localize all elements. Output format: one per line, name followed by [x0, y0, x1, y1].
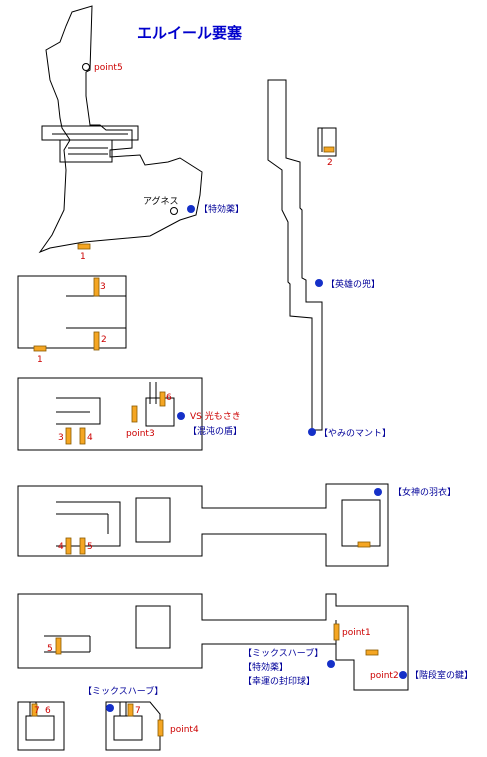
door-6a — [159, 391, 166, 407]
door-3b — [65, 427, 72, 445]
door-2a-label: 2 — [327, 158, 333, 168]
room-small-left — [17, 701, 65, 751]
door-7b-label: 7 — [135, 706, 141, 716]
door-3a — [93, 277, 100, 297]
item-tokkouyaku-2-label: 【特効薬】 — [243, 661, 288, 673]
point1-door — [333, 623, 340, 641]
door-1b — [33, 345, 47, 352]
agnes-marker — [170, 207, 178, 215]
item-marker-tokkouyaku-1 — [187, 205, 195, 213]
item-konton-tate-label: 【混沌の盾】 — [188, 425, 242, 437]
point3-door — [131, 405, 138, 423]
door-5a-label: 5 — [87, 542, 93, 552]
point4-label: point4 — [170, 725, 199, 735]
door-5b — [55, 637, 62, 655]
item-marker-misc — [327, 660, 335, 668]
room-points — [17, 593, 409, 691]
door-6b-label: 6 — [45, 706, 51, 716]
map-title: エルイール要塞 — [137, 24, 243, 42]
item-tokkouyaku-1-label: 【特効薬】 — [199, 203, 244, 215]
room-boss — [17, 377, 203, 451]
point2-label: point2 — [370, 671, 399, 681]
door-1a — [77, 243, 91, 250]
item-marker-yami-mant — [308, 428, 316, 436]
door-goddess — [357, 541, 371, 548]
item-eiyuu-kabuto-label: 【英雄の兜】 — [326, 278, 380, 290]
door-5a — [79, 537, 86, 555]
room-goddess — [17, 483, 389, 567]
point5-marker — [82, 63, 90, 71]
door-4b — [65, 537, 72, 555]
item-mix-herb-1-label: 【ミックスハーブ】 — [243, 647, 323, 659]
point3-label: point3 — [126, 429, 155, 439]
boss-marker — [177, 412, 185, 420]
door-3a-label: 3 — [100, 282, 106, 292]
room-doors-3-2-1 — [17, 275, 127, 349]
door-4b-label: 4 — [58, 542, 64, 552]
item-marker-mix-herb-2 — [106, 704, 114, 712]
door-3b-label: 3 — [58, 433, 64, 443]
door-7b — [127, 703, 134, 717]
item-mix-herb-2-label: 【ミックスハーブ】 — [83, 685, 163, 697]
point4-door — [157, 719, 164, 737]
door-5b-label: 5 — [47, 644, 53, 654]
door-2b — [93, 331, 100, 351]
item-yami-mant-label: 【やみのマント】 — [319, 428, 391, 439]
door-1b-label: 1 — [37, 355, 43, 365]
point1-label: point1 — [342, 628, 371, 638]
door-7a — [31, 703, 38, 717]
door-1a-label: 1 — [80, 252, 86, 262]
item-marker-megami-hagoromo — [374, 488, 382, 496]
cave-area — [38, 5, 203, 254]
door-6a-label: 6 — [166, 393, 172, 403]
door-4a-label: 4 — [87, 433, 93, 443]
point2-door — [365, 649, 379, 656]
item-kaidan-kagi-label: 【階段室の鍵】 — [410, 669, 473, 681]
door-4a — [79, 427, 86, 445]
item-kouun-fuuinkyuu-label: 【幸運の封印球】 — [243, 675, 315, 687]
point5-label: point5 — [94, 63, 123, 73]
vs-mitsumo-label: VS 光もさき — [190, 410, 241, 422]
item-marker-eiyuu-kabuto — [315, 279, 323, 287]
item-megami-hagoromo-label: 【女神の羽衣】 — [393, 486, 456, 498]
long-corridor — [267, 79, 337, 431]
item-marker-kaidan-kagi — [399, 671, 407, 679]
door-7a-label: 7 — [34, 706, 40, 716]
door-2b-label: 2 — [101, 335, 107, 345]
agnes-label: アグネス — [143, 195, 179, 207]
door-2a — [323, 146, 335, 153]
